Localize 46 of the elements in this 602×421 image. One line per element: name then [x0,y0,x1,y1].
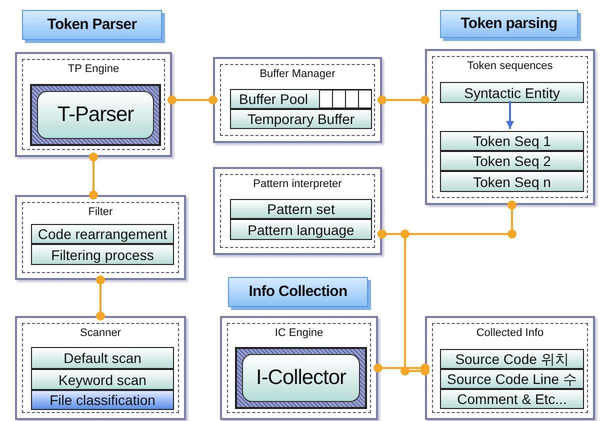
list-item: Token Seq 2 [440,151,584,171]
panel-title: Filter [87,207,114,218]
list-item: Source Code Line 수 [440,369,584,389]
list-item: Filtering process [31,244,174,265]
panel-title: Scanner [79,328,122,339]
list-item: Token Seq n [440,171,584,192]
list-item: Code rearrangement [31,224,174,244]
list-item: Buffer Pool [230,89,372,109]
panel-title: Collected Info [475,328,545,339]
list-item: Keyword scan [31,369,174,390]
engine-frame [30,84,161,146]
panel-title: Token sequences [466,61,554,72]
module-panel [425,316,595,420]
module-panel [15,195,186,280]
list-item: Pattern set [230,199,372,219]
list-item: Pattern language [230,219,372,240]
panel-title: Pattern interpreter [252,179,343,190]
engine-box: I-Collector [242,354,360,402]
connector-line [168,96,218,104]
module-panel [425,49,595,205]
module-panel [15,316,186,420]
connector-line [378,96,430,104]
connector-line [378,230,430,376]
list-item: Syntactic Entity [440,82,584,103]
list-item: Temporary Buffer [230,109,372,129]
list-item: File classification [31,390,174,410]
panel-title: IC Engine [274,328,324,339]
arrow [506,101,514,129]
module-panel [220,316,378,420]
panel-title: Buffer Manager [258,69,336,80]
engine-frame [235,347,367,409]
panel-title: TP Engine [66,64,120,75]
list-item: Comment & Etc... [440,389,584,409]
list-item: Default scan [31,347,174,369]
list-item: Token Seq 1 [440,131,584,151]
module-panel [213,167,382,255]
engine-box: T-Parser [37,91,154,139]
connector-line [89,152,98,200]
connector-line [374,364,430,372]
section-banner: Info Collection [228,277,368,307]
module-panel [213,57,382,143]
module-panel [15,52,172,157]
connector-line [96,276,105,320]
section-banner: Token Parser [22,10,162,40]
list-item: Source Code 위치 [440,349,584,369]
section-banner: Token parsing [440,10,578,38]
